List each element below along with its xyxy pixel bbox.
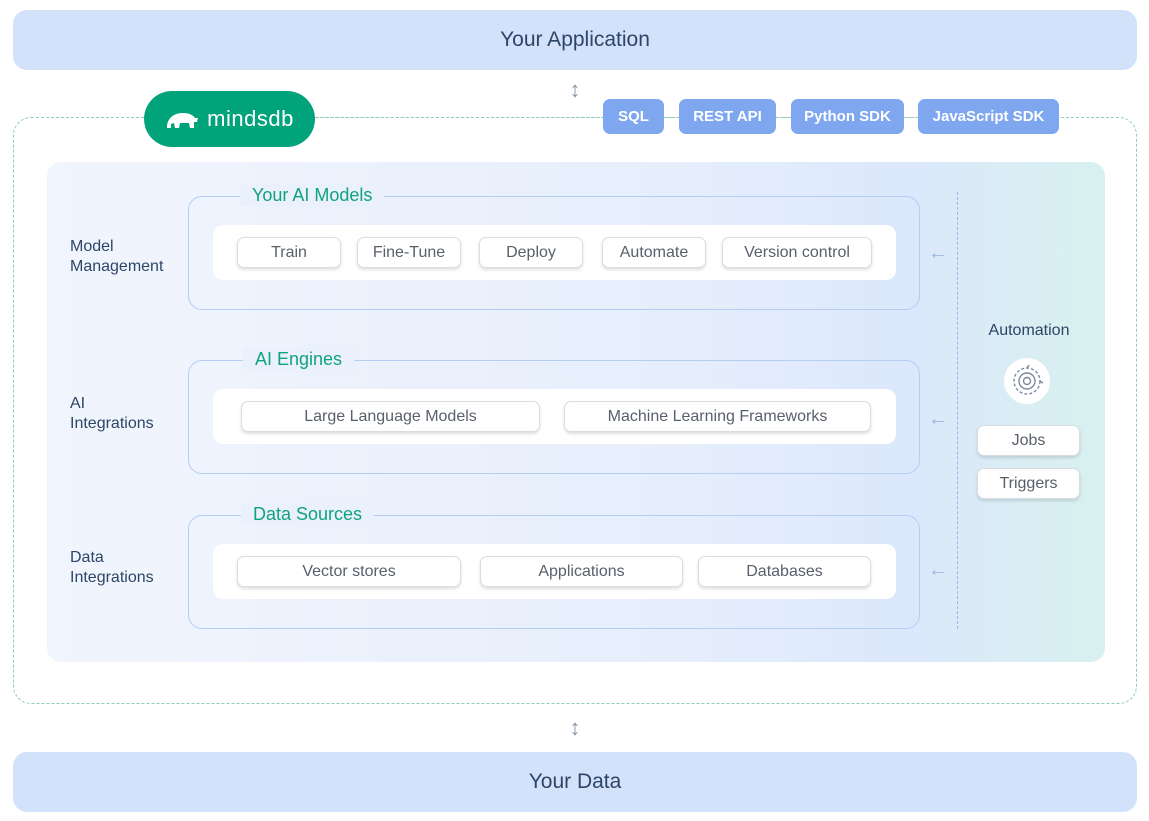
- model-management-label: Model Management: [70, 237, 163, 277]
- left-arrow-icon: ←: [928, 560, 948, 580]
- triggers-chip[interactable]: Triggers: [977, 468, 1080, 499]
- data-integrations-label: Data Integrations: [70, 548, 154, 588]
- ai-models-title: Your AI Models: [240, 184, 384, 206]
- up-down-arrow-icon: ↕: [565, 717, 585, 739]
- automation-gear-icon: [1004, 358, 1050, 404]
- large-language-models-chip[interactable]: Large Language Models: [241, 401, 540, 432]
- left-arrow-icon: ←: [928, 243, 948, 263]
- databases-chip[interactable]: Databases: [698, 556, 871, 587]
- python-sdk-button-label: Python SDK: [804, 108, 891, 125]
- api-connector-between-1: [664, 117, 679, 118]
- rest-api-button[interactable]: REST API: [679, 99, 776, 134]
- automation-divider: [957, 192, 958, 629]
- deploy-chip[interactable]: Deploy: [479, 237, 583, 268]
- left-arrow-icon: ←: [928, 409, 948, 429]
- api-connector-between-3: [904, 117, 918, 118]
- vector-stores-chip[interactable]: Vector stores: [237, 556, 461, 587]
- up-down-arrow-icon: ↕: [565, 79, 585, 101]
- version-control-chip[interactable]: Version control: [722, 237, 872, 268]
- your-application-bar: Your Application: [13, 10, 1137, 70]
- mindsdb-logo: mindsdb: [144, 91, 315, 147]
- automate-chip[interactable]: Automate: [602, 237, 706, 268]
- javascript-sdk-button-label: JavaScript SDK: [933, 108, 1045, 125]
- train-chip[interactable]: Train: [237, 237, 341, 268]
- jobs-chip[interactable]: Jobs: [977, 425, 1080, 456]
- sql-button[interactable]: SQL: [603, 99, 664, 134]
- applications-chip[interactable]: Applications: [480, 556, 683, 587]
- rest-api-button-label: REST API: [693, 108, 762, 125]
- your-data-label: Your Data: [529, 770, 622, 794]
- ai-integrations-label: AI Integrations: [70, 394, 154, 434]
- mindsdb-bear-icon: [165, 108, 199, 130]
- data-sources-title: Data Sources: [241, 503, 374, 525]
- mindsdb-logo-text: mindsdb: [207, 106, 294, 132]
- your-application-label: Your Application: [500, 28, 650, 52]
- fine-tune-chip[interactable]: Fine-Tune: [357, 237, 461, 268]
- python-sdk-button[interactable]: Python SDK: [791, 99, 904, 134]
- your-data-bar: Your Data: [13, 752, 1137, 812]
- machine-learning-frameworks-chip[interactable]: Machine Learning Frameworks: [564, 401, 871, 432]
- api-connector-left: [315, 117, 605, 118]
- sql-button-label: SQL: [618, 108, 649, 125]
- javascript-sdk-button[interactable]: JavaScript SDK: [918, 99, 1059, 134]
- api-connector-between-2: [776, 117, 791, 118]
- automation-label: Automation: [968, 322, 1090, 340]
- ai-engines-title: AI Engines: [243, 348, 354, 370]
